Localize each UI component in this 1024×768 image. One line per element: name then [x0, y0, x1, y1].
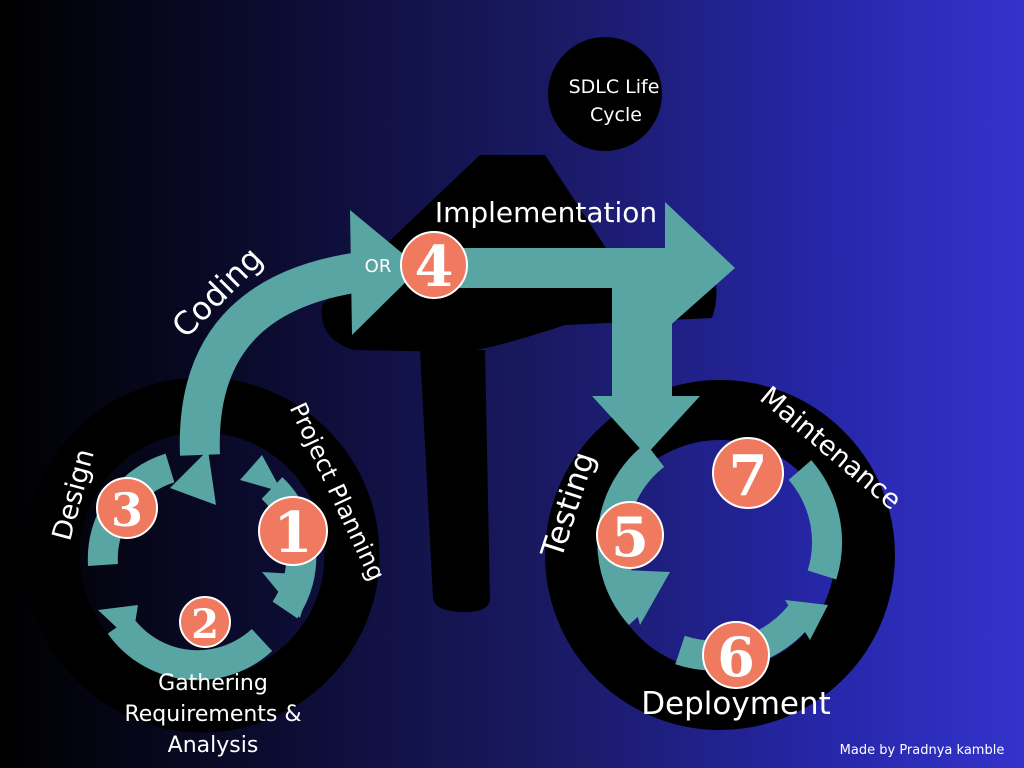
arrow-requirements-to-design [107, 615, 273, 681]
arrowhead-r1 [785, 600, 828, 640]
arrowhead-r2 [625, 570, 670, 625]
badge-number-6: 6 [717, 625, 755, 689]
arrowhead-3 [170, 450, 216, 505]
title-line-1: SDLC Life [569, 76, 660, 98]
arrowhead-2 [98, 605, 138, 642]
badge-6: 6 [702, 621, 770, 689]
badge-1: 1 [258, 496, 328, 566]
stage-badges: 1 2 3 4 5 6 7 [96, 231, 784, 689]
testing-arrowhead [592, 396, 700, 455]
rider-head [548, 37, 662, 151]
label-requirements-line-1: Gathering [158, 671, 268, 696]
badge-number-4: 4 [415, 234, 454, 300]
label-requirements-line-3: Analysis [168, 733, 259, 758]
label-requirements-line-2: Requirements & [124, 702, 301, 727]
coding-arc-arrowhead [350, 210, 420, 335]
badge-number-5: 5 [611, 505, 649, 569]
badge-number-3: 3 [111, 483, 143, 537]
badge-number-2: 2 [191, 601, 219, 648]
testing-arrow-shaft [612, 268, 672, 396]
label-or: OR [365, 256, 392, 277]
coding-arc-arrow [179, 252, 364, 456]
badge-3: 3 [96, 477, 158, 539]
arrow-maintenance [788, 460, 842, 580]
arrowhead-1 [262, 572, 312, 618]
implementation-arrowhead [665, 202, 735, 330]
title-line-2: Cycle [590, 104, 642, 126]
badge-4: 4 [400, 231, 468, 300]
badge-7: 7 [712, 437, 784, 509]
credit-text: Made by Pradnya kamble [840, 743, 1005, 758]
label-implementation: Implementation [435, 196, 657, 229]
left-cycle-arrowheads [98, 450, 312, 642]
rider-leg [420, 350, 490, 612]
badge-number-7: 7 [729, 443, 768, 509]
badge-5: 5 [596, 501, 664, 569]
right-cycle-arrowheads [625, 570, 828, 640]
label-deployment: Deployment [641, 686, 831, 722]
front-wheel [545, 380, 895, 730]
arrowhead-4 [240, 455, 282, 492]
badge-number-1: 1 [274, 500, 313, 566]
badge-2: 2 [179, 596, 231, 648]
